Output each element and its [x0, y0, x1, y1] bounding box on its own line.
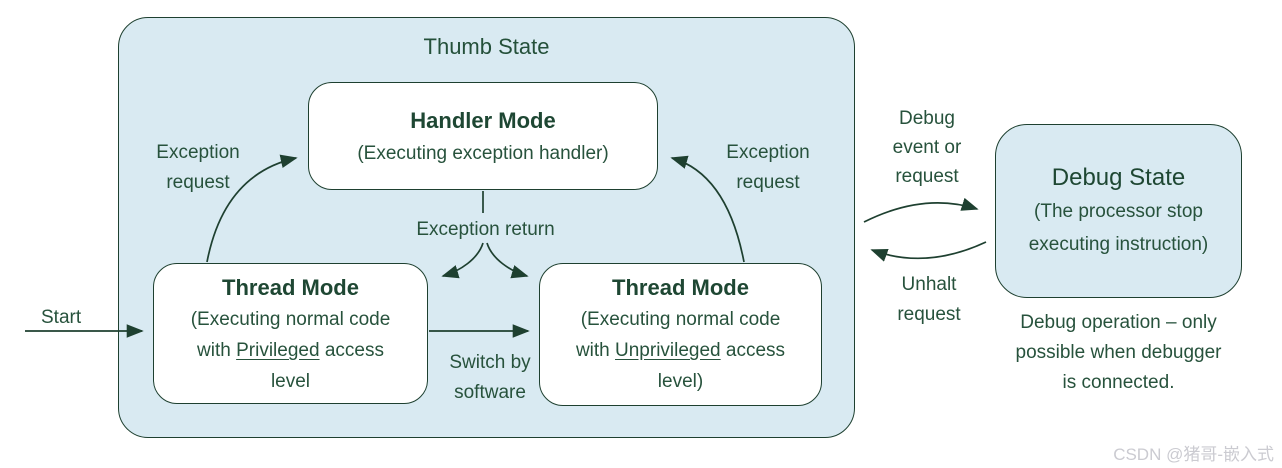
- debug-event-arrow: [863, 197, 979, 223]
- debug-note: Debug operation – only possible when deb…: [1015, 312, 1222, 393]
- thread-mode-privileged-title: Thread Mode: [222, 275, 359, 300]
- line2-pre: with: [575, 340, 616, 361]
- debug-event-label: Debug event or request: [892, 108, 962, 187]
- debug-state-box: Debug State (The processor stop executin…: [995, 124, 1242, 298]
- privileged-underlined: Privileged: [236, 340, 320, 361]
- thread-mode-unprivileged-box: Thread Mode (Executing normal code with …: [539, 263, 822, 406]
- exception-return-label: Exception return: [416, 219, 555, 240]
- line2-post: access: [720, 340, 786, 361]
- unhalt-request-label: Unhalt request: [897, 274, 961, 325]
- debug-state-title: Debug State: [1051, 164, 1186, 191]
- thumb-state-title: Thumb State: [423, 34, 550, 59]
- handler-mode-box: Handler Mode (Executing exception handle…: [308, 82, 658, 190]
- thread-mode-unprivileged-title: Thread Mode: [612, 275, 749, 300]
- unprivileged-underlined: Unprivileged: [615, 340, 721, 361]
- handler-mode-title: Handler Mode: [410, 108, 556, 133]
- thread-mode-unprivileged-line1: (Executing normal code: [580, 309, 781, 330]
- watermark: CSDN @猪哥-嵌入式: [1113, 445, 1274, 464]
- debug-state-line2: executing instruction): [1028, 234, 1209, 255]
- thread-mode-privileged-line1: (Executing normal code: [190, 309, 391, 330]
- switch-by-software-label: Switch by software: [449, 352, 531, 403]
- thread-mode-unprivileged-line2: with Unprivileged access: [576, 335, 785, 366]
- debug-state-line1: (The processor stop: [1034, 201, 1203, 222]
- thread-mode-privileged-line2: with Privileged access: [197, 335, 384, 366]
- thread-mode-privileged-box: Thread Mode (Executing normal code with …: [153, 263, 428, 404]
- thread-mode-privileged-line3: level: [270, 371, 311, 392]
- line2-post: access: [319, 340, 384, 361]
- exception-request-left-label: Exception request: [156, 142, 240, 193]
- handler-mode-subtitle: (Executing exception handler): [357, 143, 609, 164]
- thread-mode-unprivileged-line3: level): [657, 371, 704, 392]
- start-label: Start: [41, 307, 82, 328]
- line2-pre: with: [197, 340, 237, 361]
- exception-request-right-label: Exception request: [726, 142, 810, 193]
- unhalt-arrow: [870, 241, 987, 262]
